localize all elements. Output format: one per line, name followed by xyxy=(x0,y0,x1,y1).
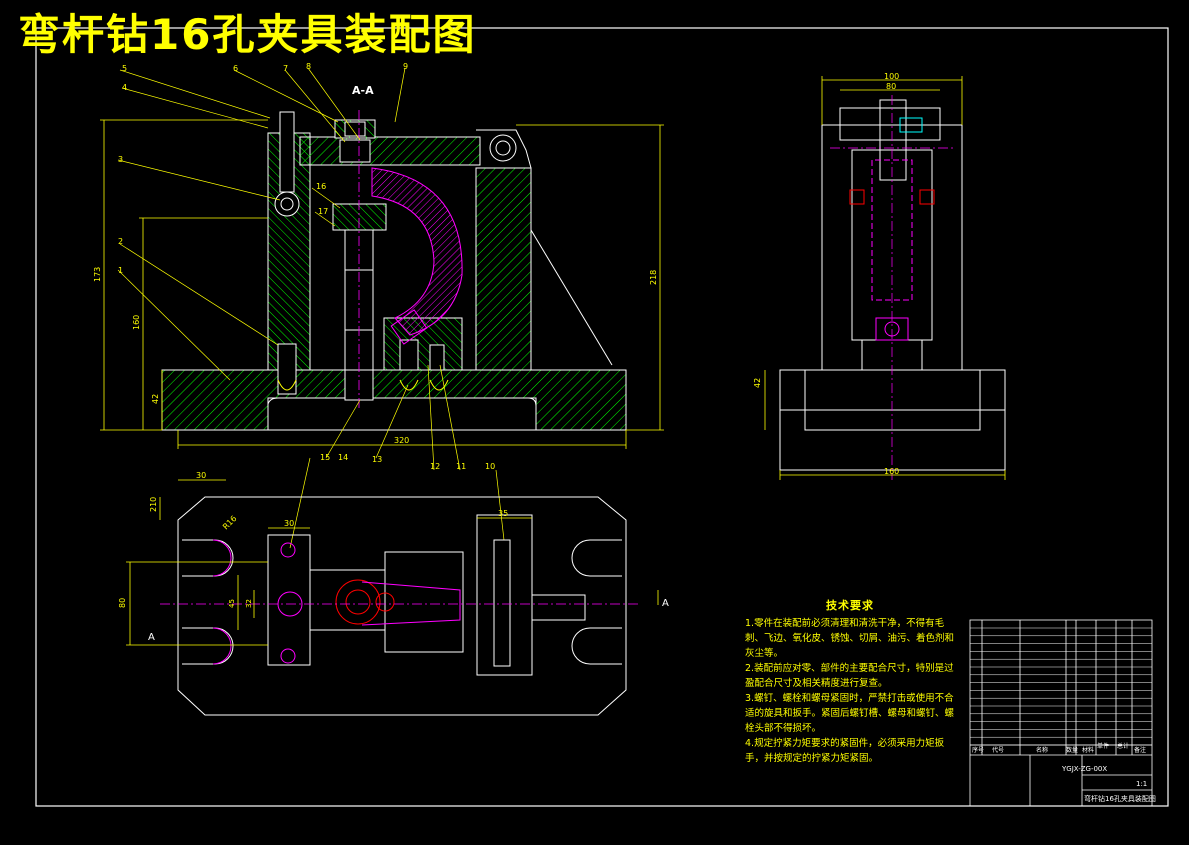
dim-plan-small: 32 xyxy=(245,599,253,608)
dim-plan-pin: 30 xyxy=(284,519,294,528)
view-marker-right: A xyxy=(662,598,669,609)
balloon-2: 2 xyxy=(118,237,123,246)
balloon-12: 12 xyxy=(430,462,440,471)
drawing-title: 弯杆钻16孔夹具装配图 xyxy=(18,10,477,59)
balloon-1: 1 xyxy=(118,266,123,275)
dim-side-bottom-width: 160 xyxy=(884,467,899,476)
balloon-4: 4 xyxy=(122,83,127,92)
tb-col-index: 序号 xyxy=(972,746,984,754)
tb-col-qty: 数量 xyxy=(1066,746,1078,754)
leader-lines xyxy=(117,67,505,549)
dim-base-height: 42 xyxy=(151,394,160,404)
dim-plan-inner: 45 xyxy=(228,599,236,608)
tech-item-3: 3.螺钉、螺栓和螺母紧固时，严禁打击或使用不合适的旋具和扳手。紧固后螺钉槽、螺母… xyxy=(745,693,955,734)
tb-col-total: 总计 xyxy=(1117,742,1129,750)
tech-item-4: 4.规定拧紧力矩要求的紧固件，必须采用力矩扳手，并按规定的拧紧力矩紧固。 xyxy=(745,738,945,764)
tb-name: 弯杆钻16孔夹具装配图 xyxy=(1084,794,1156,803)
balloon-16: 16 xyxy=(316,182,326,191)
tb-scale: 1:1 xyxy=(1136,780,1147,788)
dim-front-left-height: 173 xyxy=(93,267,102,282)
balloon-15: 15 xyxy=(320,453,330,462)
dim-plan-top: 30 xyxy=(196,471,206,480)
balloon-14: 14 xyxy=(338,453,348,462)
balloon-13: 13 xyxy=(372,455,382,464)
dim-plan-width: 80 xyxy=(118,598,127,608)
workpiece-arc xyxy=(358,110,463,410)
tech-heading: 技术要求 xyxy=(826,599,874,612)
balloon-5: 5 xyxy=(122,64,127,73)
balloon-3: 3 xyxy=(118,155,123,164)
tb-drawing-no: YGJX-ZG-00X xyxy=(1061,765,1107,773)
tb-col-name: 名称 xyxy=(1036,746,1048,754)
plan-base-outline xyxy=(177,496,627,716)
tb-col-unit: 单件 xyxy=(1097,742,1109,750)
dim-front-width: 320 xyxy=(394,436,409,445)
dim-front-inner-height: 160 xyxy=(132,315,141,330)
balloon-11: 11 xyxy=(456,462,466,471)
dim-plan-left: 210 xyxy=(149,497,158,512)
balloon-10: 10 xyxy=(485,462,495,471)
plan-workpiece xyxy=(160,539,640,665)
front-section-view xyxy=(161,111,627,431)
dim-side-top-inner: 80 xyxy=(886,82,896,91)
balloon-8: 8 xyxy=(306,62,311,71)
balloon-7: 7 xyxy=(283,64,288,73)
tech-item-1: 1.零件在装配前必须清理和清洗干净，不得有毛刺、飞边、氧化皮、锈蚀、切屑、油污、… xyxy=(745,618,955,659)
tb-col-remark: 备注 xyxy=(1134,746,1146,754)
side-dimensions xyxy=(764,76,1006,480)
front-right-column xyxy=(475,167,532,371)
side-base xyxy=(779,369,1006,471)
title-block-rows xyxy=(970,627,1152,746)
tb-col-material: 材料 xyxy=(1082,746,1094,754)
plan-dimensions xyxy=(126,479,659,646)
dim-front-height: 218 xyxy=(649,270,658,285)
dim-plan-radius: R16 xyxy=(221,514,239,532)
balloon-6: 6 xyxy=(233,64,238,73)
dim-side-base-height: 42 xyxy=(753,378,762,388)
balloon-17: 17 xyxy=(318,207,328,216)
drawing-frame xyxy=(35,27,1169,807)
tb-col-code: 代号 xyxy=(992,746,1004,754)
view-marker-left: A xyxy=(148,632,155,643)
dim-plan-right-pin: 35 xyxy=(498,509,508,518)
tech-requirements: 技术要求 1.零件在装配前必须清理和清洗干净，不得有毛刺、飞边、氧化皮、锈蚀、切… xyxy=(745,598,955,766)
title-block-header: 序号 代号 名称 数量 材料 单件 总计 备注 xyxy=(972,742,1146,754)
tech-item-2: 2.装配前应对零、部件的主要配合尺寸，特别是过盈配合尺寸及相关精度进行复查。 xyxy=(745,663,954,689)
side-view xyxy=(779,95,1006,480)
section-label: A-A xyxy=(352,84,374,97)
front-top-plate xyxy=(299,136,481,166)
dim-side-top-width: 100 xyxy=(884,72,899,81)
balloon-9: 9 xyxy=(403,62,408,71)
part-balloons: 1 2 3 4 5 6 7 8 9 10 11 12 13 14 15 16 1… xyxy=(118,62,495,471)
title-block xyxy=(969,619,1153,807)
